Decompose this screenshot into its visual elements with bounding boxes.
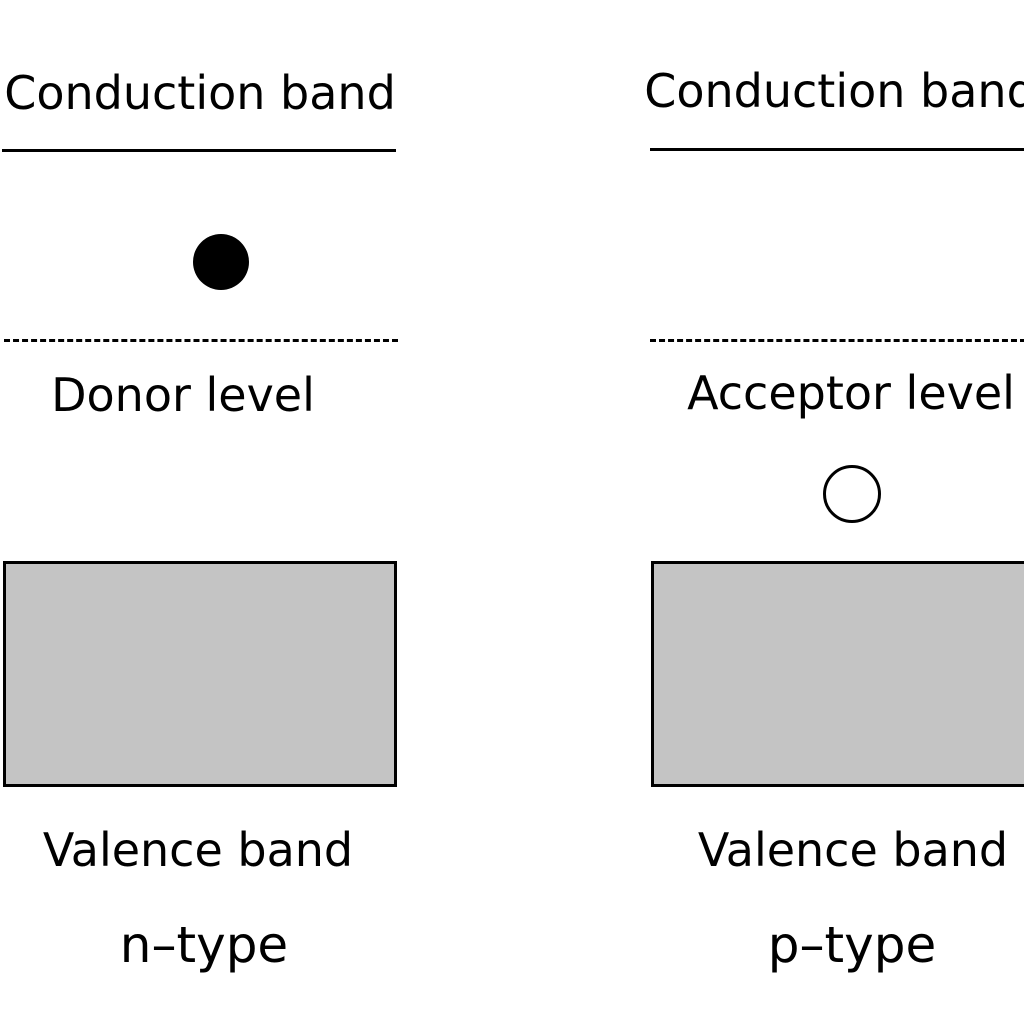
donor-level-line [4,339,398,342]
conduction-band-label: Conduction band [4,66,396,120]
p-type-label: p–type [767,916,937,974]
conduction-band-line [650,148,1024,151]
n-type-label: n–type [119,916,289,974]
acceptor-level-label: Acceptor level [687,366,1015,420]
conduction-band-label: Conduction band [644,64,1024,118]
valence-band-rect [651,561,1024,787]
valence-band-label: Valence band [42,823,354,877]
donor-level-label: Donor level [51,368,315,422]
p-type-panel: Conduction band Acceptor level Valence b… [644,0,1024,1024]
valence-band-label: Valence band [697,823,1009,877]
valence-band-rect [3,561,397,787]
acceptor-level-line [650,339,1024,342]
hole-circle [823,465,881,523]
conduction-band-line [2,149,396,152]
n-type-panel: Conduction band Donor level Valence band… [0,0,400,1024]
electron-dot [193,234,249,290]
